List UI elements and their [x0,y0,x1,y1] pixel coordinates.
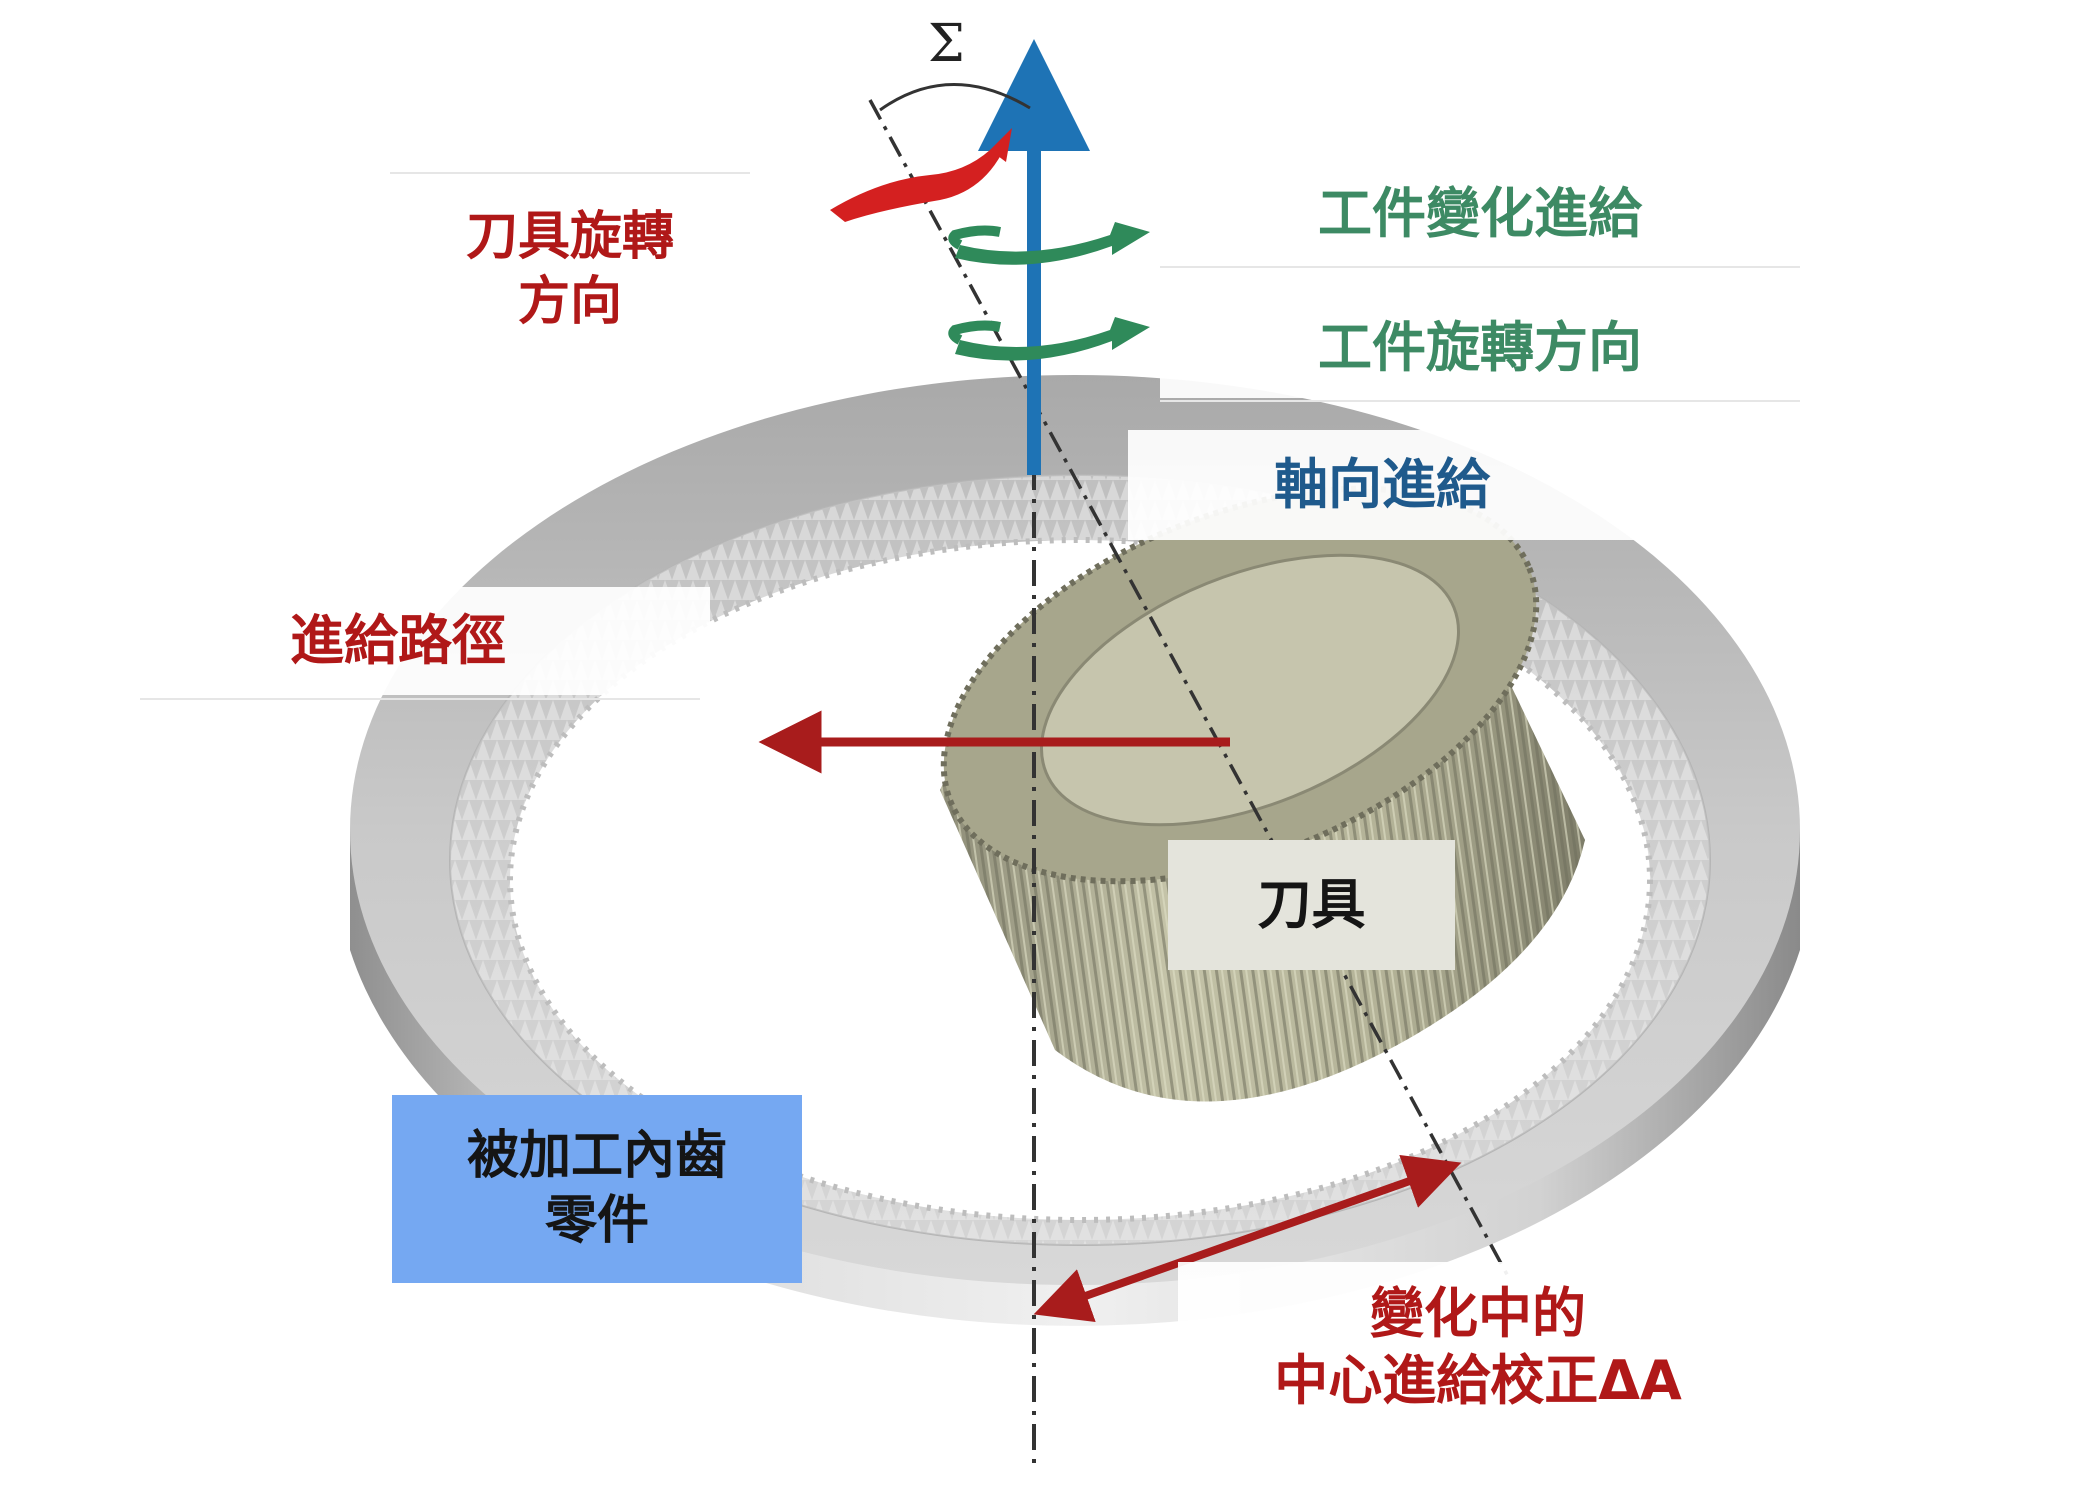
cutter-bore [1040,553,1460,827]
tool-rotation-line-2: 方向 [517,272,622,332]
divider-feed-path [140,698,700,700]
tool-rotation-line-1: 刀具旋轉 [465,207,674,267]
workpiece-line-1: 被加工內齒 [466,1126,727,1186]
divider-variable-feed [1160,266,1800,268]
tool-rotation-label: 刀具旋轉 方向 [420,185,720,355]
workpiece-variable-feed-label: 工件變化進給 [1165,165,1795,263]
correction-line-2: 中心進給校正ΔA [1274,1349,1682,1412]
divider-tool-rotation [390,172,750,174]
sigma-angle-arc [879,83,1031,112]
tool-rotation-arrow [830,135,1010,222]
divider-workpiece-rotation [1160,400,1800,402]
workpiece-line-2: 零件 [544,1191,649,1251]
tool-axis-line [868,99,1512,1281]
axial-feed-label: 軸向進給 [1128,430,1636,540]
feed-path-label: 進給路徑 [140,587,710,695]
workpiece-variable-feed-arrow [955,222,1150,265]
workpiece-rotation-arrow [955,317,1150,361]
correction-line-1: 變化中的 [1370,1281,1586,1345]
sigma-angle-label: Σ [928,14,965,74]
workpiece-rotation-label: 工件旋轉方向 [1160,298,1800,398]
center-correction-arrow [1033,1154,1462,1323]
tool-label: 刀具 [1168,840,1455,970]
internal-gear-workpiece-label: 被加工內齒 零件 [392,1095,802,1283]
center-feed-correction-label: 變化中的 中心進給校正ΔA [1178,1262,1778,1432]
